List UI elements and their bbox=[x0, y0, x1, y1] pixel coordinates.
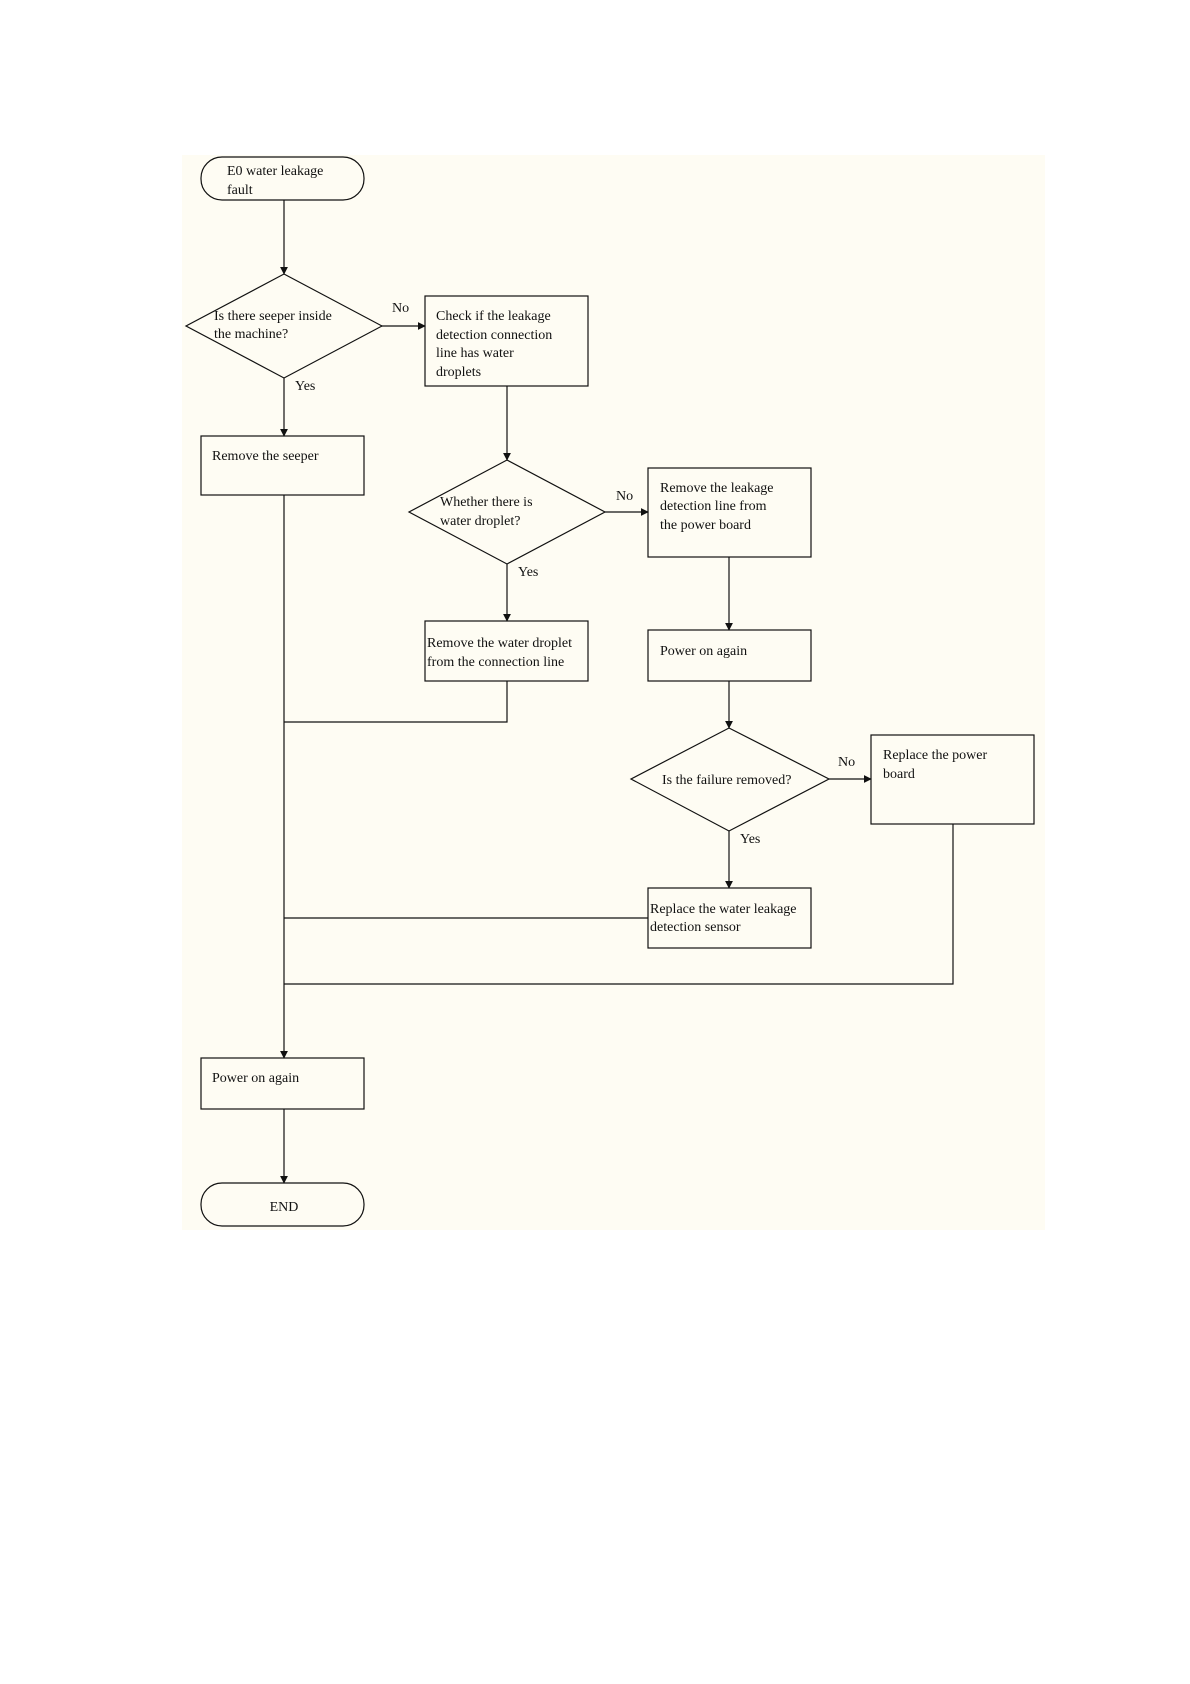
remove-line-text-1: Remove the leakage bbox=[660, 481, 774, 496]
replace-board-text-2: board bbox=[883, 767, 915, 782]
remove-seeper-box bbox=[200, 435, 365, 496]
remove-droplet-text-2: from the connection line bbox=[427, 655, 564, 670]
svg-text:Whether there is water dro: Whether there is water droplet? bbox=[440, 495, 536, 529]
start-terminal bbox=[200, 156, 365, 201]
svg-text:Remove the water droplet f: Remove the water droplet from the connec… bbox=[427, 636, 576, 670]
seeper-yes-label: Yes bbox=[295, 379, 315, 394]
remove-line-text-3: the power board bbox=[660, 518, 751, 533]
droplet-question-line-2: water droplet? bbox=[440, 514, 520, 529]
remove-line-text-2: detection line from bbox=[660, 499, 767, 514]
failure-question-text: Is the failure removed? bbox=[662, 773, 791, 788]
power-on-box-1 bbox=[647, 629, 812, 682]
seeper-question-line-2: the machine? bbox=[214, 327, 288, 342]
failure-yes-label: Yes bbox=[740, 832, 760, 847]
edge-droplet-merge bbox=[284, 681, 508, 723]
seeper-question-line-1: Is there seeper inside bbox=[214, 309, 332, 324]
droplet-yes-label: Yes bbox=[518, 565, 538, 580]
svg-text:Replace the power board: Replace the power board bbox=[883, 748, 991, 782]
start-line-2: fault bbox=[227, 183, 253, 198]
edge-board-merge bbox=[284, 824, 954, 985]
remove-seeper-text: Remove the seeper bbox=[212, 449, 319, 464]
droplet-no-label: No bbox=[616, 489, 633, 504]
svg-text:Check if the leakage detec: Check if the leakage detection connectio… bbox=[436, 309, 556, 380]
seeper-no-label: No bbox=[392, 301, 409, 316]
check-line-text-3: line has water bbox=[436, 346, 514, 361]
power-on-1-text: Power on again bbox=[660, 644, 747, 659]
svg-text:E0 water leakage fault: E0 water leakage fault bbox=[227, 164, 327, 198]
remove-line-box bbox=[647, 467, 812, 558]
start-line-1: E0 water leakage bbox=[227, 164, 323, 179]
svg-text:Remove the leakage detecti: Remove the leakage detection line from t… bbox=[660, 481, 777, 533]
check-line-text-2: detection connection bbox=[436, 328, 552, 343]
remove-droplet-text-1: Remove the water droplet bbox=[427, 636, 572, 651]
check-line-box bbox=[424, 295, 589, 387]
remove-droplet-box bbox=[424, 620, 589, 682]
failure-no-label: No bbox=[838, 755, 855, 770]
power-on-2-text: Power on again bbox=[212, 1071, 299, 1086]
check-line-text-4: droplets bbox=[436, 365, 481, 380]
svg-text:Replace the water leakage: Replace the water leakage detection sens… bbox=[650, 902, 800, 935]
replace-sensor-text-1: Replace the water leakage bbox=[650, 902, 797, 917]
power-on-box-2 bbox=[200, 1057, 365, 1110]
replace-sensor-text-2: detection sensor bbox=[650, 920, 741, 935]
replace-board-text-1: Replace the power bbox=[883, 748, 988, 763]
replace-sensor-box bbox=[647, 887, 812, 949]
droplet-question-line-1: Whether there is bbox=[440, 495, 533, 510]
svg-text:Is there seeper inside the: Is there seeper inside the machine? bbox=[214, 309, 335, 342]
check-line-text-1: Check if the leakage bbox=[436, 309, 551, 324]
end-text: END bbox=[270, 1200, 299, 1215]
